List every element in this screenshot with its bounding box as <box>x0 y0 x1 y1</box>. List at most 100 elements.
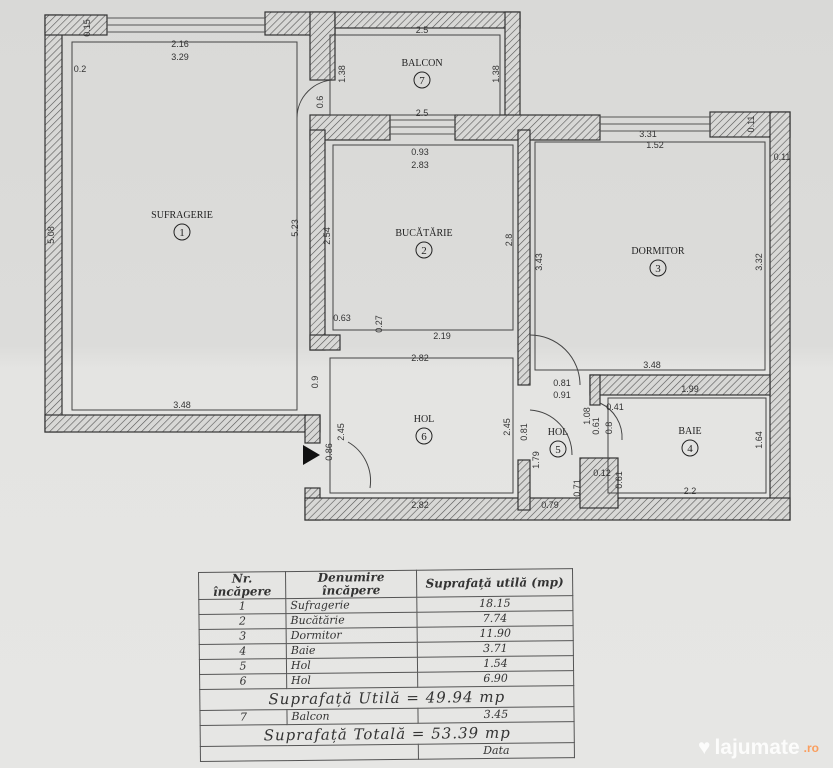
row-nr: 7 <box>199 709 288 726</box>
dimension-label: 2.8 <box>504 234 514 247</box>
dimension-label: 2.82 <box>411 500 429 510</box>
row-area: 6.90 <box>417 670 574 688</box>
header-name: Denumire încăpere <box>285 570 417 599</box>
room-number-circle <box>413 71 431 89</box>
dimension-label: 0.81 <box>553 378 571 388</box>
row-nr: 3 <box>199 628 287 645</box>
row-name: Dormitor <box>286 627 418 644</box>
room-number-circle <box>415 427 433 445</box>
dimension-label: 2.54 <box>322 227 332 245</box>
dimension-label: 0.86 <box>324 443 334 461</box>
room-number-circle <box>549 440 567 458</box>
row-nr: 4 <box>199 643 287 660</box>
windows <box>107 17 710 135</box>
dimension-label: 5.08 <box>46 226 56 244</box>
dimension-label: 0.91 <box>553 390 571 400</box>
watermark: ♥ lajumate.ro <box>698 736 819 760</box>
dimension-label: 2.5 <box>416 108 429 118</box>
dimension-label: 0.61 <box>591 417 601 435</box>
dimension-label: 0.41 <box>606 402 624 412</box>
row-area: 18.15 <box>416 595 573 613</box>
dimension-label: 0.12 <box>593 468 611 478</box>
dimension-label: 2.19 <box>433 331 451 341</box>
table-row-partial: Data <box>200 742 575 762</box>
dimension-label: 3.31 <box>639 129 657 139</box>
row-name: Hol <box>286 657 418 674</box>
row-area: 7.74 <box>416 610 574 628</box>
dimension-label: 1.64 <box>754 431 764 449</box>
dimension-label: 0.71 <box>572 479 582 497</box>
dimension-label: 2.2 <box>684 486 697 496</box>
room-number: 3 <box>655 263 661 275</box>
watermark-brand: lajumate <box>714 736 800 759</box>
dimension-label: 0.27 <box>374 315 384 333</box>
partial-cell <box>200 744 419 762</box>
room-number-circle <box>415 241 433 259</box>
room-name: BALCON <box>401 58 442 69</box>
dimension-label: 0.93 <box>411 147 429 157</box>
dimension-label: 0.9 <box>310 376 320 389</box>
row-nr: 5 <box>199 658 287 675</box>
dimension-label: 0.8 <box>604 422 614 435</box>
entrance-arrow-icon <box>303 445 320 465</box>
walls <box>44 11 791 521</box>
room-number: 6 <box>421 431 427 443</box>
row-nr: 1 <box>198 598 286 615</box>
room-number: 1 <box>179 227 185 239</box>
dimension-label: 0.6 <box>315 96 325 109</box>
room-number-circle <box>681 439 699 457</box>
dimension-label: 0.11 <box>774 152 791 162</box>
dimension-label: 2.16 <box>171 39 189 49</box>
room-number: 4 <box>687 443 693 455</box>
dimension-label: 2.83 <box>411 160 429 170</box>
room-number: 2 <box>421 245 427 257</box>
dimension-label: 0.61 <box>614 471 624 489</box>
dimension-label: 3.48 <box>173 400 191 410</box>
dimension-label: 0.79 <box>541 500 559 510</box>
dimension-label: 2.45 <box>502 418 512 436</box>
dimension-label: 0.2 <box>74 64 87 74</box>
room-name: SUFRAGERIE <box>151 210 213 221</box>
dimension-label: 1.38 <box>337 65 347 83</box>
row-name: Sufragerie <box>285 597 417 614</box>
header-nr: Nr. încăpere <box>198 571 286 600</box>
row-nr: 2 <box>198 613 287 630</box>
row-area: 3.71 <box>417 640 574 658</box>
table-header-row: Nr. încăpere Denumire încăpere Suprafață… <box>198 568 573 600</box>
room-number-circle <box>649 259 667 277</box>
room-name: BUCĂTĂRIE <box>395 227 452 239</box>
inner-lines <box>71 34 767 494</box>
dimension-label: 0.81 <box>519 423 529 441</box>
room-number: 5 <box>555 444 561 456</box>
dimension-label: 0.15 <box>82 19 92 37</box>
row-nr: 6 <box>199 673 287 690</box>
room-number: 7 <box>419 75 425 87</box>
header-area: Suprafață utilă (mp) <box>416 568 573 598</box>
row-area: 1.54 <box>417 655 574 673</box>
room-name: DORMITOR <box>631 246 684 257</box>
area-table: Nr. încăpere Denumire încăpere Suprafață… <box>198 568 575 762</box>
row-area: 3.45 <box>417 706 575 724</box>
room-number-circle <box>173 223 191 241</box>
dimension-label: 1.79 <box>531 451 541 469</box>
dimension-label: 3.48 <box>643 360 661 370</box>
row-area: 11.90 <box>417 625 574 643</box>
dimension-label: 2.5 <box>416 25 429 35</box>
row-name: Hol <box>286 672 418 689</box>
watermark-tld: .ro <box>803 741 819 755</box>
dimension-label: 0.11 <box>746 116 756 133</box>
row-name: Bucătărie <box>285 612 418 629</box>
dimension-label: 1.38 <box>491 65 501 83</box>
row-name: Balcon <box>286 708 419 725</box>
room-name: HOL <box>414 414 435 425</box>
room-name: HOL <box>548 427 569 438</box>
dimension-label: 3.29 <box>171 52 189 62</box>
dimension-label: 0.63 <box>333 313 351 323</box>
row-name: Baie <box>286 642 418 659</box>
dimension-label: 2.82 <box>411 353 429 363</box>
dimension-label: 3.32 <box>754 253 764 271</box>
dimension-label: 1.08 <box>582 407 592 425</box>
room-name: BAIE <box>678 426 701 437</box>
